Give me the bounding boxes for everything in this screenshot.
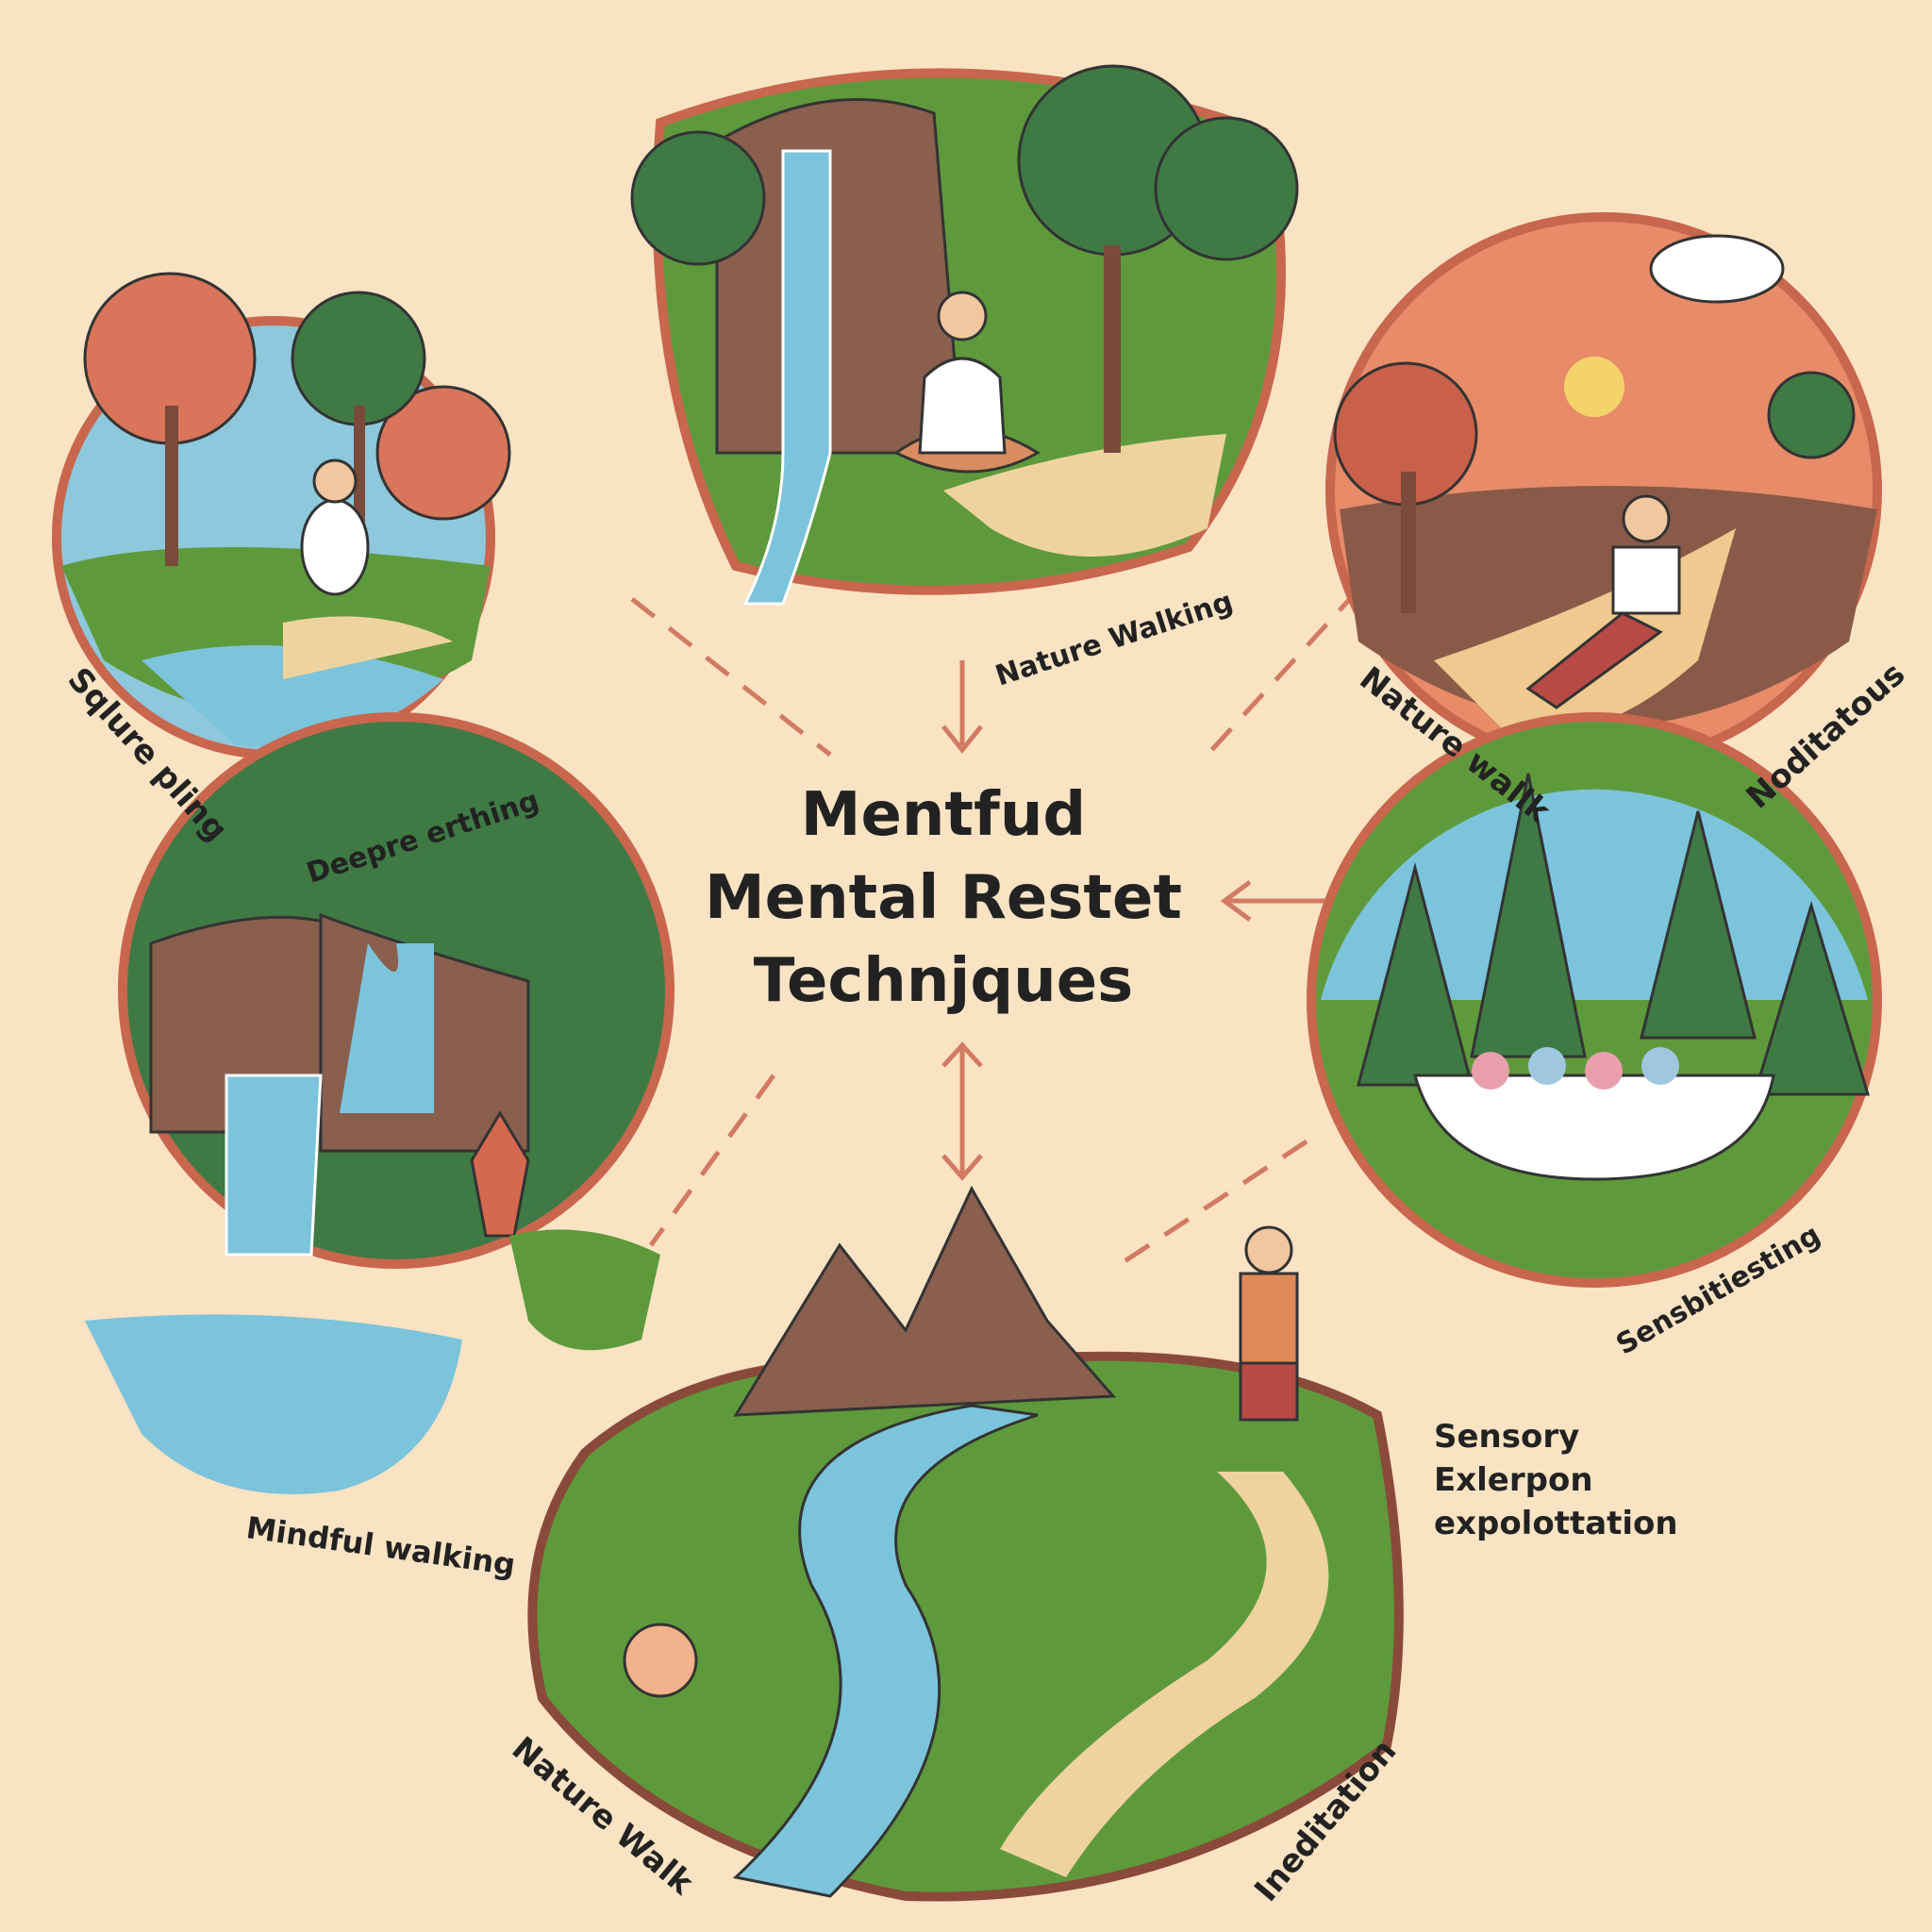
- label-sensory-line-1: Sensory: [1434, 1418, 1580, 1456]
- page-title: Mentfud Mental Restet Technjques: [566, 774, 1321, 1023]
- title-line-3: Technjques: [753, 946, 1134, 1016]
- connector-left: [648, 1074, 776, 1247]
- scene-top-right: [1325, 212, 1882, 769]
- pagoda-icon: [470, 1110, 530, 1238]
- scene-bottom: [527, 1185, 1404, 1902]
- bathtub-icon: [1413, 1074, 1775, 1181]
- scene-right: [1307, 712, 1882, 1288]
- title-line-1: Mentfud: [800, 780, 1087, 850]
- connector-top-right: [1206, 588, 1360, 757]
- arrow-left-icon: [1220, 879, 1325, 923]
- arrow-double-icon: [941, 1041, 983, 1181]
- title-line-2: Mental Restet: [704, 863, 1183, 933]
- connector-top-left: [630, 597, 832, 757]
- label-sensory-exploration: Sensory Exlerpon expolottation: [1434, 1415, 1678, 1545]
- label-sensory-line-2: Exlerpon: [1434, 1461, 1593, 1499]
- connectors: [630, 588, 1360, 1272]
- connector-right: [1111, 1139, 1308, 1272]
- label-sensory-line-3: expolottation: [1434, 1505, 1678, 1542]
- scene-top-left: [52, 272, 511, 759]
- scene-left: [85, 712, 675, 1494]
- arrow-down-icon: [941, 660, 983, 755]
- scene-top-center: [630, 64, 1299, 606]
